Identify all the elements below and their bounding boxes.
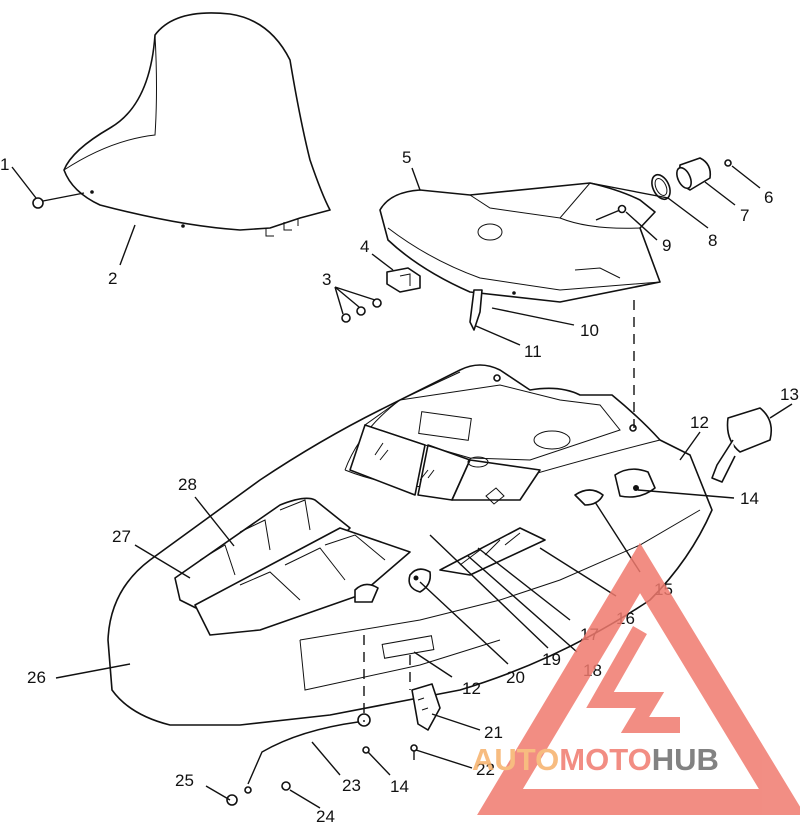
callout-11: 11 <box>524 342 542 361</box>
screw-part-1 <box>32 192 85 209</box>
cable-parts <box>226 713 371 806</box>
callout-10: 10 <box>580 321 599 340</box>
bracket-part-4 <box>386 267 421 293</box>
watermark-logo: AUTOMOTOHUB <box>472 542 800 815</box>
clip-parts <box>469 289 483 331</box>
callout-2: 2 <box>108 269 117 288</box>
callout-1: 1 <box>0 155 9 174</box>
callout-12-top: 12 <box>690 413 709 432</box>
callout-23: 23 <box>342 776 361 795</box>
callout-7: 7 <box>740 206 749 225</box>
leader-lines <box>11 165 793 809</box>
callout-26: 26 <box>27 668 46 687</box>
callout-3: 3 <box>322 270 331 289</box>
fasteners-part-3 <box>341 298 382 323</box>
watermark-text-hub: HUB <box>652 742 719 777</box>
callout-24: 24 <box>316 807 335 824</box>
callout-28: 28 <box>178 475 197 494</box>
callout-12-bottom: 12 <box>462 679 481 698</box>
watermark-triangle <box>477 542 800 815</box>
watermark-text: AUTOMOTOHUB <box>472 742 719 777</box>
watermark-text-auto: AUTO <box>472 742 559 777</box>
callout-4: 4 <box>360 237 369 256</box>
mirror-part-13 <box>711 407 773 483</box>
callout-9: 9 <box>662 236 671 255</box>
instrument-panel <box>379 182 661 303</box>
callout-20: 20 <box>506 668 525 687</box>
callout-22: 22 <box>476 760 495 779</box>
watermark-text-moto: MOTO <box>559 742 651 777</box>
assembly-lines <box>363 300 635 722</box>
windshield <box>63 12 331 237</box>
gauge-assembly <box>595 157 732 221</box>
callout-27: 27 <box>112 527 131 546</box>
callout-21: 21 <box>484 723 503 742</box>
callout-14-bottom: 14 <box>390 777 409 796</box>
callout-8: 8 <box>708 231 717 250</box>
main-hood <box>107 364 713 726</box>
callout-25: 25 <box>175 771 194 790</box>
callout-5: 5 <box>402 148 411 167</box>
callout-6: 6 <box>764 188 773 207</box>
callout-19: 19 <box>542 650 561 669</box>
callout-14-right: 14 <box>740 489 759 508</box>
watermark-inner-mark <box>586 626 680 733</box>
latch-parts <box>410 683 441 760</box>
callout-13: 13 <box>780 385 799 404</box>
